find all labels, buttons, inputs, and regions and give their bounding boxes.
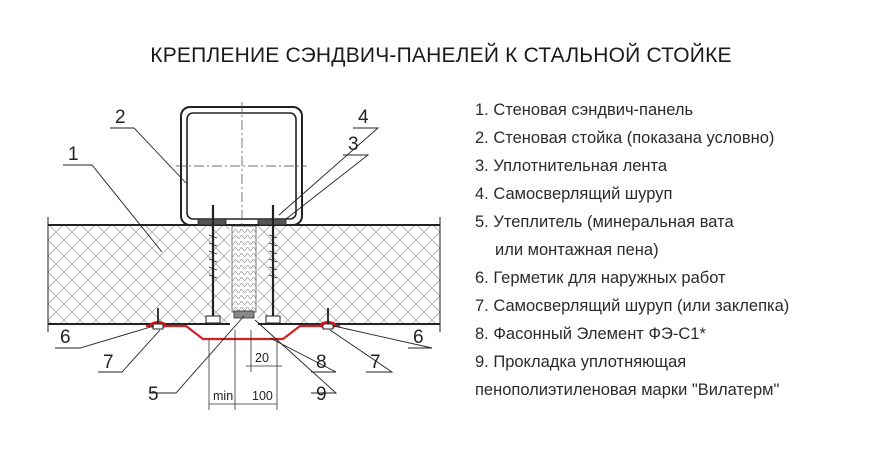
callout-6-left: 6 — [60, 327, 71, 348]
drawing-title: КРЕПЛЕНИЕ СЭНДВИЧ-ПАНЕЛЕЙ К СТАЛЬНОЙ СТО… — [150, 44, 732, 67]
insulation-fill — [231, 225, 257, 313]
callout-7-left: 7 — [103, 352, 114, 373]
legend-item-3: 3. Уплотнительная лента — [475, 157, 668, 175]
legend-item-5-cont: или монтажная пена) — [495, 241, 659, 259]
legend-item-9: 9. Прокладка уплотняющая — [475, 353, 687, 371]
legend-item-2: 2. Стеновая стойка (показана условно) — [475, 129, 775, 147]
dimension-20: 20 — [255, 351, 269, 365]
long-screw-left — [205, 205, 221, 324]
small-screw-right — [322, 308, 334, 330]
callout-4: 4 — [358, 107, 369, 128]
dimension-lines — [208, 330, 282, 410]
leader-lines — [55, 127, 433, 394]
dimension-min: min — [213, 389, 233, 403]
long-screw-right — [265, 205, 281, 324]
legend-item-5: 5. Утеплитель (минеральная вата — [475, 213, 734, 231]
callout-9: 9 — [316, 384, 327, 405]
sandwich-panel-left — [47, 217, 230, 332]
legend-item-8: 8. Фасонный Элемент ФЭ-С1* — [475, 325, 706, 343]
sandwich-panel-right — [258, 217, 441, 332]
sealing-pad — [233, 310, 255, 319]
callout-8: 8 — [316, 352, 327, 373]
legend-item-7: 7. Самосверлящий шуруп (или заклепка) — [475, 297, 790, 315]
legend-item-1: 1. Стеновая сэндвич-панель — [475, 101, 694, 119]
callout-1: 1 — [68, 144, 79, 165]
legend-item-4: 4. Самосверлящий шуруп — [475, 185, 673, 203]
callout-3: 3 — [348, 134, 359, 155]
flashing-element — [146, 324, 340, 341]
steel-post — [176, 102, 307, 228]
callout-5: 5 — [148, 384, 159, 405]
callout-6-right: 6 — [413, 327, 424, 348]
dimension-100: 100 — [252, 389, 273, 403]
callout-7-right: 7 — [370, 352, 381, 373]
legend-item-9-cont: пенополиэтиленовая марки "Вилатерм" — [475, 381, 780, 399]
callout-2: 2 — [115, 107, 126, 128]
legend-item-6: 6. Герметик для наружных работ — [475, 269, 726, 287]
